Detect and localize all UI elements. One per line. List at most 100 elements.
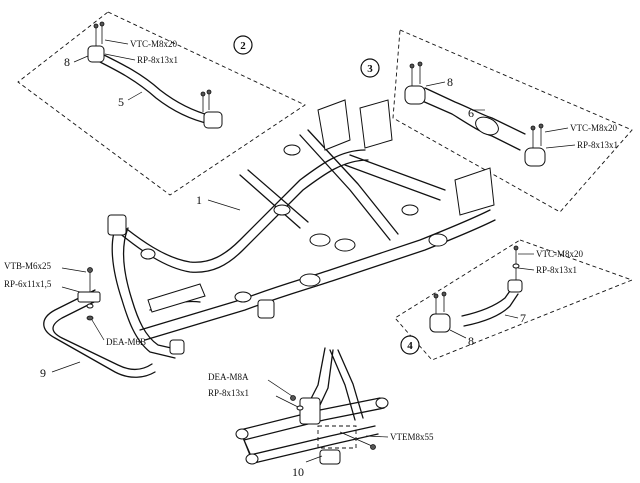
leader-line — [51, 361, 81, 373]
group-3-dashed-boundary — [392, 29, 633, 213]
leader-line — [425, 81, 446, 87]
frame-cross-member-1 — [239, 169, 309, 229]
frame-left-upper-rail — [117, 149, 366, 263]
group-2-number-circle — [233, 35, 253, 55]
frame-right-upper-rail — [139, 209, 491, 331]
bolt-head-icon — [200, 91, 206, 97]
leader-line — [104, 39, 129, 45]
tube-end — [245, 453, 259, 465]
nut-icon — [86, 315, 94, 321]
stub-tube — [299, 273, 321, 287]
washer-icon — [512, 263, 520, 269]
leader-line — [545, 144, 576, 149]
stub-tube — [273, 204, 291, 216]
clamp-8-right — [203, 111, 223, 129]
group-3-number-circle — [360, 58, 380, 78]
bolt — [339, 431, 373, 447]
mount-bracket — [257, 299, 275, 319]
label-part-8: 8 — [64, 55, 70, 69]
bar-7-lower-edge — [463, 293, 519, 327]
bolt-head-icon — [409, 63, 415, 69]
tube-end — [375, 397, 389, 409]
label-vtc-m8x20: VTC-M8x20 — [130, 39, 177, 49]
bolt-head-icon — [370, 444, 376, 450]
bolt-head-icon — [538, 123, 544, 129]
bar-6-lower-edge — [419, 99, 521, 151]
frame-cross-member-3 — [344, 154, 446, 201]
group-3-number: 3 — [367, 63, 373, 75]
clamp-8-right — [524, 147, 546, 167]
label-vtb-m6x25: VTB-M6x25 — [4, 261, 51, 271]
label-part-10: 10 — [292, 465, 304, 479]
washer-icon — [86, 303, 94, 309]
nut-icon — [290, 395, 296, 401]
rear-mount-assembly: DEA-M8A RP-8x13x1 VTEM8x55 10 — [208, 347, 434, 479]
label-vtc-m8x20: VTC-M8x20 — [570, 123, 617, 133]
bolt-head-icon — [417, 61, 423, 67]
bumper-mount-plate — [77, 291, 101, 303]
bar-6-upper-edge — [424, 87, 526, 135]
group-2-dashed-boundary — [17, 11, 306, 196]
bar-5-upper-edge — [97, 51, 213, 117]
insert-position-dashed — [317, 425, 357, 449]
tube-end — [235, 428, 249, 440]
group-4-number-circle — [400, 335, 420, 355]
label-rp-6x11x1-5: RP-6x11x1,5 — [4, 279, 52, 289]
stub-tube — [401, 204, 419, 216]
leader-line — [207, 199, 241, 211]
rear-mount-bracket — [299, 397, 321, 425]
bearing-mount-left — [317, 99, 351, 151]
label-part-1: 1 — [196, 193, 202, 207]
bolt-head-icon — [93, 23, 99, 29]
label-part-8: 8 — [468, 334, 474, 348]
stub-tube — [309, 233, 331, 247]
leader-line — [91, 319, 105, 341]
bolt-head-icon — [530, 125, 536, 131]
bearing-mount-right — [454, 167, 495, 216]
stub-tube — [428, 233, 448, 247]
leader-line — [127, 91, 143, 101]
leader-line — [544, 127, 569, 133]
bolt-head-icon — [99, 21, 105, 27]
label-vtc-m8x20: VTC-M8x20 — [536, 249, 583, 259]
bolt-head-icon — [87, 267, 93, 273]
bolt-head-icon — [441, 291, 447, 297]
frame-front-loop-outer — [111, 221, 176, 359]
bar-6-flat-section — [475, 116, 499, 136]
leader-line — [267, 379, 293, 397]
leader-line — [449, 329, 467, 339]
group-4-side-bar-assembly: 4 VTC-M8x20 RP-8x13x1 7 8 — [394, 239, 634, 361]
bolt-head-icon — [513, 245, 519, 251]
washer-icon — [296, 405, 304, 411]
bearing-mount-centre — [359, 99, 393, 149]
label-rp-8x13x1: RP-8x13x1 — [208, 388, 249, 398]
label-part-8: 8 — [447, 75, 453, 89]
leader-line — [104, 53, 136, 61]
bar-5-lower-edge — [95, 59, 211, 125]
mount-bracket — [169, 339, 185, 355]
bolt-head-icon — [206, 89, 212, 95]
group-4-number: 4 — [407, 340, 413, 352]
bar-7-end — [507, 279, 523, 293]
clamp-8-left — [87, 45, 105, 63]
group-3-rear-bar-assembly: 3 8 6 VTC-M8x20 RP-8x13x1 — [360, 29, 633, 213]
leader-line — [305, 455, 323, 463]
leader-line — [61, 286, 81, 293]
group-2-number: 2 — [240, 40, 246, 52]
leader-line — [365, 435, 389, 438]
floor-tray-mount — [147, 283, 206, 313]
leader-line — [73, 55, 89, 63]
group-4-dashed-boundary — [394, 239, 634, 361]
bolt-head-icon — [433, 293, 439, 299]
leader-line — [275, 395, 299, 408]
leader-line — [61, 267, 87, 273]
main-chassis-frame: 1 — [107, 99, 496, 359]
stub-tube — [283, 144, 301, 156]
stub-tube — [140, 248, 156, 260]
front-mount-plate — [107, 214, 127, 236]
clamp-8 — [429, 313, 451, 333]
label-dea-m8a: DEA-M8A — [208, 372, 249, 382]
rear-mount-base-rail-rear — [249, 425, 379, 464]
